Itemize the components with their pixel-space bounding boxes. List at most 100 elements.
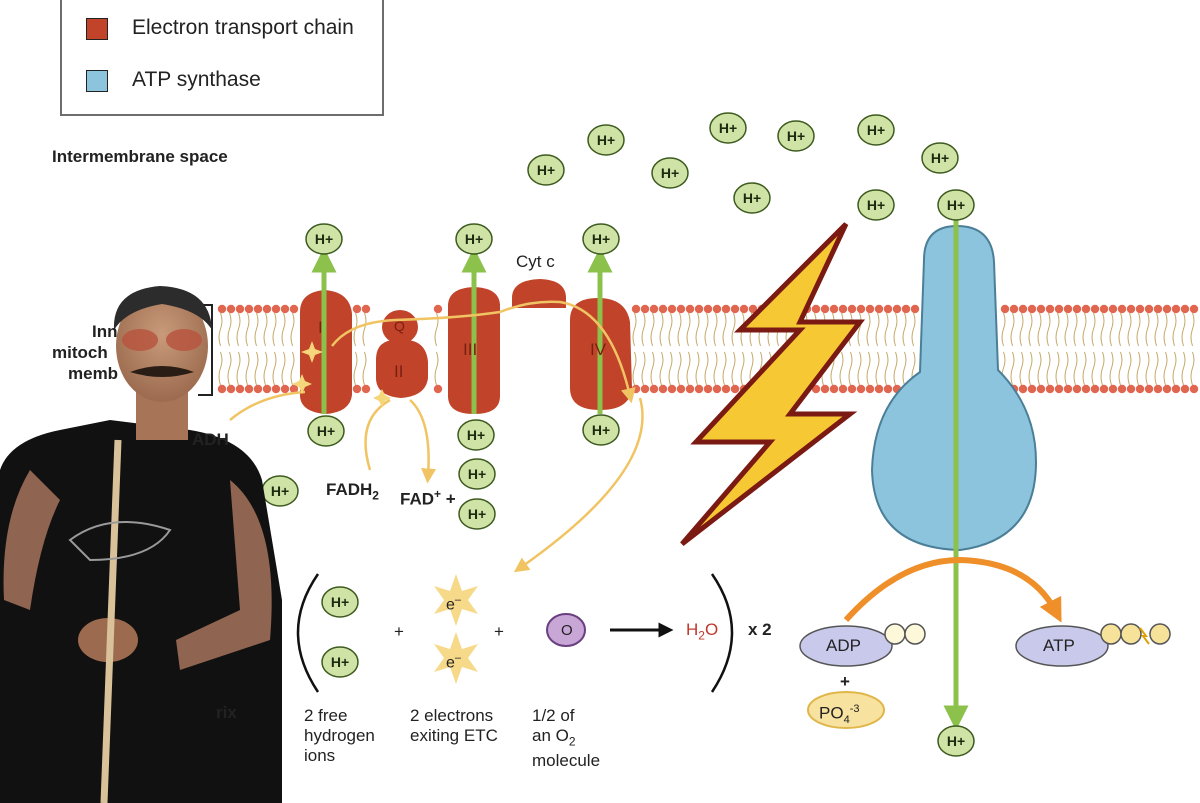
lipid-head: [721, 384, 731, 394]
lipid-head: [1081, 384, 1091, 394]
lipid-tail: [659, 312, 664, 347]
lipid-head: [271, 304, 281, 314]
lipid-tail: [1136, 312, 1141, 347]
caption-oxygen: 1/2 of an O2 molecule: [532, 706, 601, 771]
lipid-tail: [1145, 312, 1150, 347]
lipid-tail: [1064, 312, 1069, 347]
lipid-tail: [722, 312, 727, 347]
lipid-head: [658, 304, 668, 314]
lipid-head: [631, 304, 641, 314]
electron-symbol-1: [434, 574, 478, 626]
equation-left-paren: [296, 573, 320, 693]
hydrogen-ion: [305, 223, 343, 255]
electron-path-exit: [513, 397, 644, 573]
lipid-tail: [362, 312, 367, 347]
hydrogen-ion-label: H+: [719, 120, 737, 136]
legend-swatch-atp-synthase: [86, 70, 108, 92]
lipid-head: [676, 384, 686, 394]
lipid-tail: [704, 351, 709, 386]
lipid-head: [1018, 384, 1028, 394]
lipid-head: [1027, 304, 1037, 314]
lipid-head: [694, 384, 704, 394]
lipid-tail: [650, 351, 655, 386]
phosphate-plus: +: [840, 672, 850, 691]
lipid-tail: [1010, 351, 1015, 386]
lipid-tail: [1037, 312, 1042, 347]
hydrogen-ion-label: H+: [331, 594, 349, 610]
lipid-head: [703, 304, 713, 314]
electron-label-1: e–: [446, 594, 462, 614]
hydrogen-ion-label: H+: [317, 423, 335, 439]
lipid-head: [1090, 384, 1100, 394]
lipid-tail: [281, 312, 286, 347]
hydrogen-ion-label: H+: [315, 231, 333, 247]
lipid-head: [883, 384, 893, 394]
hydrogen-ion: [307, 415, 345, 447]
legend: Electron transport chain ATP synthase: [60, 0, 384, 116]
hydrogen-ion-label: H+: [661, 165, 679, 181]
lipid-head: [712, 384, 722, 394]
lipid-head: [235, 384, 245, 394]
adp-phosphate-1: [884, 623, 906, 645]
lipid-tail: [641, 351, 646, 386]
hydrogen-ion-label: H+: [467, 427, 485, 443]
lightning-bolt: [680, 222, 866, 546]
lipid-tail: [1190, 351, 1195, 386]
person-photo: [0, 286, 282, 803]
atp-phosphate-3: [1149, 623, 1171, 645]
hydrogen-ion: [857, 114, 895, 146]
lipid-head: [1162, 384, 1172, 394]
water-label: H2O: [686, 620, 719, 643]
starburst-complex-ii: [373, 389, 391, 407]
lipid-tail: [1118, 312, 1123, 347]
lipid-head: [676, 304, 686, 314]
lipid-tail: [236, 312, 241, 347]
lipid-tail: [218, 351, 223, 386]
inner-membrane-bilayer: [217, 304, 1199, 394]
lipid-head: [829, 304, 839, 314]
electron-path: [331, 300, 636, 404]
lipid-tail: [272, 312, 277, 347]
lipid-head: [1072, 384, 1082, 394]
adp-phosphate-2: [904, 623, 926, 645]
lipid-tail: [893, 312, 898, 347]
lipid-tail: [254, 351, 259, 386]
lipid-tail: [1118, 351, 1123, 386]
lipid-tail: [263, 351, 268, 386]
lipid-head: [352, 304, 362, 314]
hydrogen-ion-label: H+: [931, 150, 949, 166]
fadh2-label: FADH2: [326, 480, 379, 503]
hydrogen-ion: [321, 646, 359, 678]
hydrogen-ion-label: H+: [867, 122, 885, 138]
hydrogen-ion-label: H+: [787, 128, 805, 144]
lipid-head: [1153, 304, 1163, 314]
lipid-tail: [650, 312, 655, 347]
lipid-tail: [740, 351, 745, 386]
lipid-head: [1018, 304, 1028, 314]
adp-label: ADP: [826, 636, 861, 655]
lipid-tail: [875, 312, 880, 347]
lipid-tail: [1082, 351, 1087, 386]
lipid-head: [1054, 384, 1064, 394]
lipid-head: [244, 384, 254, 394]
lipid-head: [1036, 304, 1046, 314]
hydrogen-ion: [527, 154, 565, 186]
atp-phosphate-2: [1120, 623, 1142, 645]
caption-electrons: 2 electrons exiting ETC: [410, 706, 498, 745]
hydrogen-ions: H+H+H+H+H+H+H+H+H+H+H+H+H+H+H+H+H+H+H+H+…: [261, 112, 975, 757]
lipid-head: [1072, 304, 1082, 314]
membrane-label-line1: Inn: [92, 322, 118, 341]
starburst-complex-i-lower: [292, 374, 312, 394]
lipid-head: [1126, 384, 1136, 394]
lipid-tail: [902, 312, 907, 347]
legend-label-atp-synthase: ATP synthase: [132, 68, 261, 91]
lipid-tail: [857, 351, 862, 386]
hydrogen-ion-label: H+: [468, 506, 486, 522]
hydrogen-ion: [458, 458, 496, 490]
lipid-head: [352, 384, 362, 394]
lipid-head: [829, 384, 839, 394]
hydrogen-ion: [582, 414, 620, 446]
lipid-tail: [632, 351, 637, 386]
lipid-head: [433, 384, 443, 394]
lipid-head: [1117, 384, 1127, 394]
